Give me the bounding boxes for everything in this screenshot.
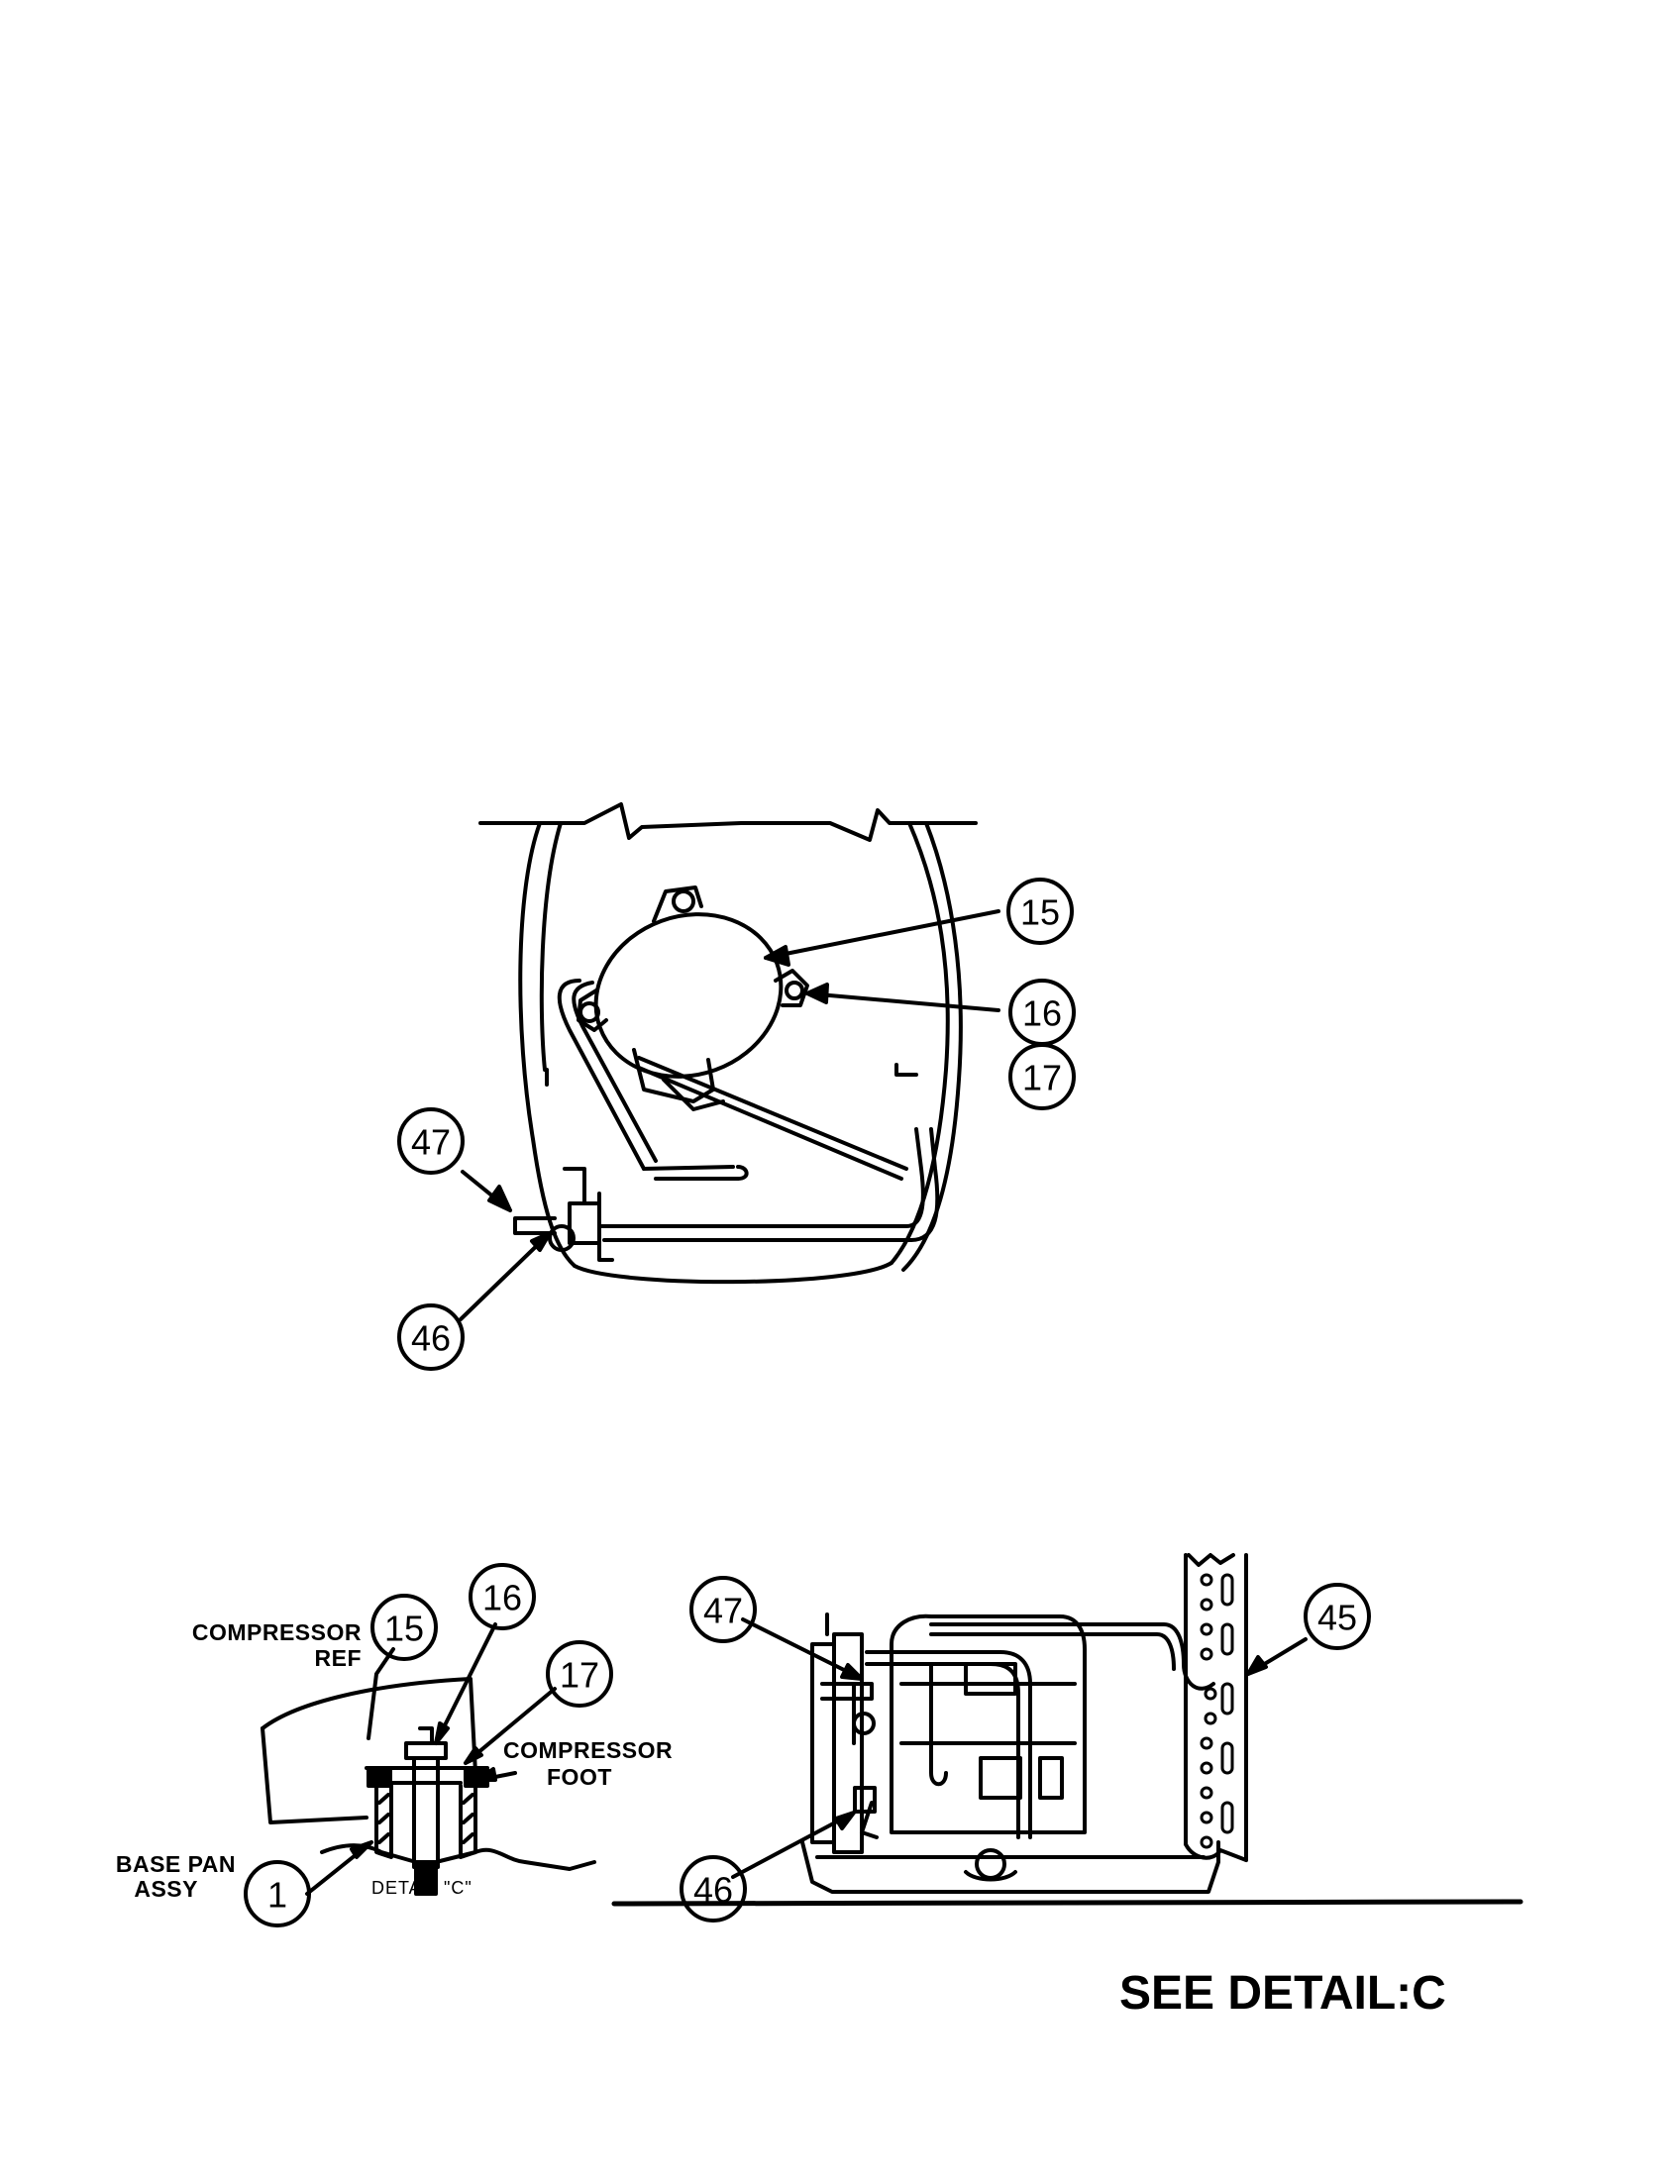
compressor-ref-label-line2: REF [315, 1645, 363, 1671]
base-pan-label-line2: ASSY [134, 1876, 198, 1902]
see-detail-note: SEE DETAIL:C [1119, 1967, 1446, 2020]
callout-1-detail: 1 [267, 1875, 287, 1916]
side-view-drawing [611, 1553, 1523, 1907]
callout-circle-1-detail [244, 1860, 311, 1927]
callout-circle-46-top [397, 1303, 465, 1371]
detail-c-arrowheads [350, 1721, 497, 1859]
callout-17-top: 17 [1022, 1058, 1062, 1098]
compressor-foot-label-line1: COMPRESSOR [503, 1737, 673, 1763]
detail-c-drawing [261, 1677, 596, 1896]
callout-circle-17-detail [546, 1640, 613, 1708]
callout-circle-47-side [689, 1576, 757, 1643]
top-view-drawing [478, 802, 978, 1285]
callout-circle-16-detail [469, 1563, 536, 1630]
callout-17-detail: 17 [560, 1655, 599, 1696]
side-view-arrowheads [834, 1655, 1268, 1830]
callout-46-side: 46 [693, 1870, 733, 1911]
callout-46-top: 46 [411, 1318, 451, 1359]
callout-circle-15-detail [370, 1594, 438, 1661]
top-view-leaders [459, 909, 1000, 1321]
top-view-arrowheads [487, 945, 829, 1252]
callout-15-top: 15 [1020, 892, 1060, 933]
callout-16-detail: 16 [482, 1578, 522, 1618]
callout-circle-46-side [680, 1855, 747, 1923]
callout-circle-15-top [1006, 878, 1074, 945]
callout-15-detail: 15 [384, 1609, 424, 1649]
callout-circle-17-top [1008, 1043, 1076, 1110]
callout-16-top: 16 [1022, 993, 1062, 1034]
callout-47-top: 47 [411, 1122, 451, 1163]
detail-c-caption: DETAIL "C" [371, 1878, 472, 1898]
compressor-foot-label-line2: FOOT [547, 1764, 612, 1790]
callout-47-side: 47 [703, 1591, 743, 1631]
base-pan-label-line1: BASE PAN [116, 1851, 236, 1877]
callout-45-side: 45 [1317, 1598, 1357, 1638]
callout-circle-45-side [1304, 1583, 1371, 1650]
compressor-ref-label-line1: COMPRESSOR [192, 1619, 362, 1645]
callout-circle-47-top [397, 1107, 465, 1175]
